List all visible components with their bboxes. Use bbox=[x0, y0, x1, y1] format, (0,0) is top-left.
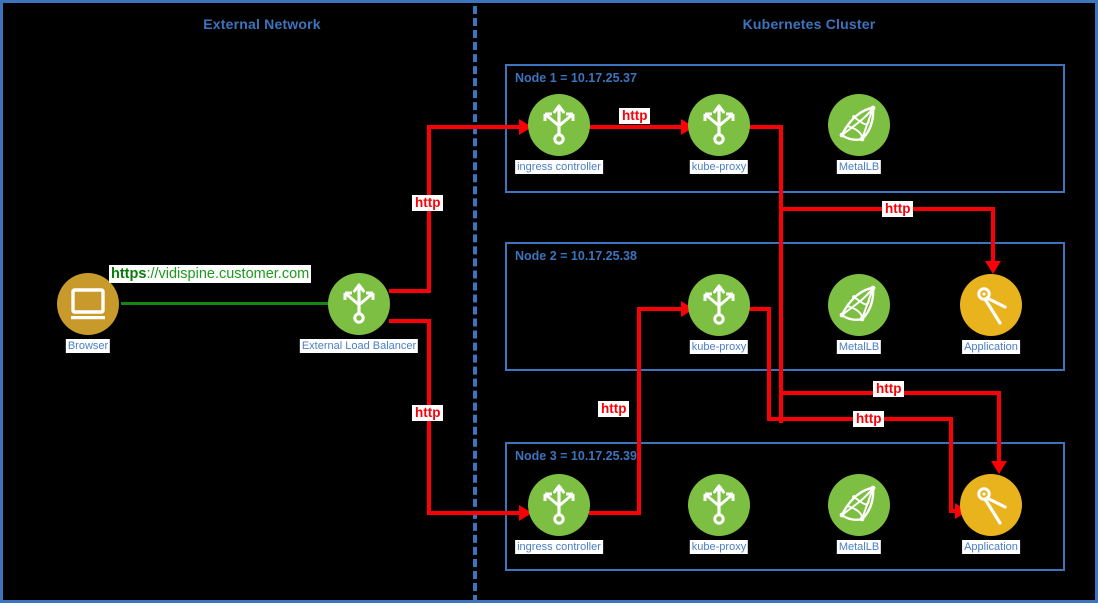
route-lb-to-node1-horizontal bbox=[427, 125, 523, 129]
component-n3-metallb[interactable]: MetalLB bbox=[828, 474, 890, 554]
browser-circle bbox=[57, 273, 119, 335]
component-browser[interactable]: Browser bbox=[57, 273, 119, 353]
trident-icon bbox=[703, 484, 735, 525]
arrow-into-n2-application bbox=[985, 261, 1001, 274]
route-browser-to-lb bbox=[121, 302, 333, 305]
route-n1-proxy-out-stub bbox=[747, 125, 783, 129]
route-n1-proxy-vertical-down bbox=[779, 125, 783, 423]
compass-icon bbox=[977, 487, 1007, 525]
mesh-icon bbox=[839, 485, 876, 522]
edge-label-n1-ingress-to-proxy: http bbox=[619, 108, 651, 124]
edge-label-lb-to-node1: http bbox=[412, 195, 444, 211]
component-label-browser: Browser bbox=[65, 339, 111, 353]
trident-icon bbox=[703, 104, 735, 145]
component-label-n3-ingress-controller: ingress controller bbox=[515, 540, 603, 554]
component-label-n1-metallb: MetalLB bbox=[836, 160, 882, 174]
n3-kube-proxy-circle bbox=[688, 474, 750, 536]
n3-application-circle bbox=[960, 474, 1022, 536]
https-url-label: https://vidispine.customer.com bbox=[109, 265, 312, 283]
route-n1-proxy-to-n3app-vertical bbox=[997, 391, 1001, 463]
edge-label-n3-ingress-to-n2proxy: http bbox=[598, 401, 630, 417]
edge-label-n2-proxy-to-n3app-upper: http bbox=[873, 381, 905, 397]
component-label-n3-metallb: MetalLB bbox=[836, 540, 882, 554]
component-n2-application[interactable]: Application bbox=[960, 274, 1022, 354]
node-box-3: Node 3 = 10.17.25.39 bbox=[505, 442, 1065, 571]
component-n3-kube-proxy[interactable]: kube-proxy bbox=[688, 474, 750, 554]
route-lb-lower-stub bbox=[389, 319, 431, 323]
external-load-balancer-circle bbox=[328, 273, 390, 335]
edge-label-n2-proxy-to-n3app-lower: http bbox=[853, 411, 885, 427]
component-label-n1-kube-proxy: kube-proxy bbox=[689, 160, 749, 174]
n2-kube-proxy-circle bbox=[688, 274, 750, 336]
monitor-icon bbox=[71, 288, 105, 320]
node-1-title: Node 1 = 10.17.25.37 bbox=[515, 71, 637, 85]
n1-ingress-circle bbox=[528, 94, 590, 156]
edge-label-lb-to-node3: http bbox=[412, 405, 444, 421]
component-n1-kube-proxy[interactable]: kube-proxy bbox=[688, 94, 750, 174]
route-to-n2-app-vertical bbox=[991, 207, 995, 263]
route-lb-to-node3-horizontal bbox=[427, 511, 523, 515]
route-n2-proxy-out-stub bbox=[747, 307, 771, 311]
component-label-n2-metallb: MetalLB bbox=[836, 340, 882, 354]
component-n2-metallb[interactable]: MetalLB bbox=[828, 274, 890, 354]
n3-ingress-circle bbox=[528, 474, 590, 536]
route-n1-ingress-to-proxy bbox=[589, 125, 685, 129]
arrow-into-n3-application-top bbox=[991, 461, 1007, 474]
node-2-title: Node 2 = 10.17.25.38 bbox=[515, 249, 637, 263]
route-n3-ingress-out-stub bbox=[589, 511, 641, 515]
node-3-title: Node 3 = 10.17.25.39 bbox=[515, 449, 637, 463]
component-label-n3-kube-proxy: kube-proxy bbox=[689, 540, 749, 554]
n1-metallb-circle bbox=[828, 94, 890, 156]
component-n1-ingress-controller[interactable]: ingress controller bbox=[515, 94, 603, 174]
mesh-icon bbox=[839, 285, 876, 322]
route-n3-ingress-vertical-up bbox=[637, 307, 641, 513]
component-label-external-load-balancer: External Load Balancer bbox=[299, 339, 419, 353]
compass-icon bbox=[977, 287, 1007, 325]
n2-metallb-circle bbox=[828, 274, 890, 336]
component-label-n2-kube-proxy: kube-proxy bbox=[689, 340, 749, 354]
url-scheme: https bbox=[111, 266, 147, 282]
node-box-2: Node 2 = 10.17.25.38 bbox=[505, 242, 1065, 371]
kubernetes-cluster-title: Kubernetes Cluster bbox=[742, 16, 876, 32]
network-boundary-divider bbox=[473, 6, 477, 603]
trident-icon bbox=[543, 484, 575, 525]
url-host: ://vidispine.customer.com bbox=[146, 266, 310, 282]
n3-metallb-circle bbox=[828, 474, 890, 536]
route-lb-upper-stub bbox=[389, 289, 431, 293]
trident-icon bbox=[543, 104, 575, 145]
trident-icon bbox=[703, 284, 735, 325]
route-n2-proxy-vertical-down bbox=[767, 307, 771, 421]
n1-kube-proxy-circle bbox=[688, 94, 750, 156]
component-n3-ingress-controller[interactable]: ingress controller bbox=[515, 474, 603, 554]
trident-icon bbox=[343, 283, 375, 324]
route-n3app-approach-vertical bbox=[949, 417, 953, 511]
external-network-title: External Network bbox=[203, 16, 321, 32]
component-label-n3-application: Application bbox=[962, 540, 1020, 554]
component-n3-application[interactable]: Application bbox=[960, 474, 1022, 554]
component-label-n1-ingress-controller: ingress controller bbox=[515, 160, 603, 174]
component-n1-metallb[interactable]: MetalLB bbox=[828, 94, 890, 174]
component-label-n2-application: Application bbox=[962, 340, 1020, 354]
component-external-load-balancer[interactable]: External Load Balancer bbox=[299, 273, 419, 353]
route-into-n2-proxy-horizontal bbox=[637, 307, 685, 311]
edge-label-n1-proxy-to-n2app: http bbox=[882, 201, 914, 217]
component-n2-kube-proxy[interactable]: kube-proxy bbox=[688, 274, 750, 354]
mesh-icon bbox=[839, 105, 876, 142]
n2-application-circle bbox=[960, 274, 1022, 336]
